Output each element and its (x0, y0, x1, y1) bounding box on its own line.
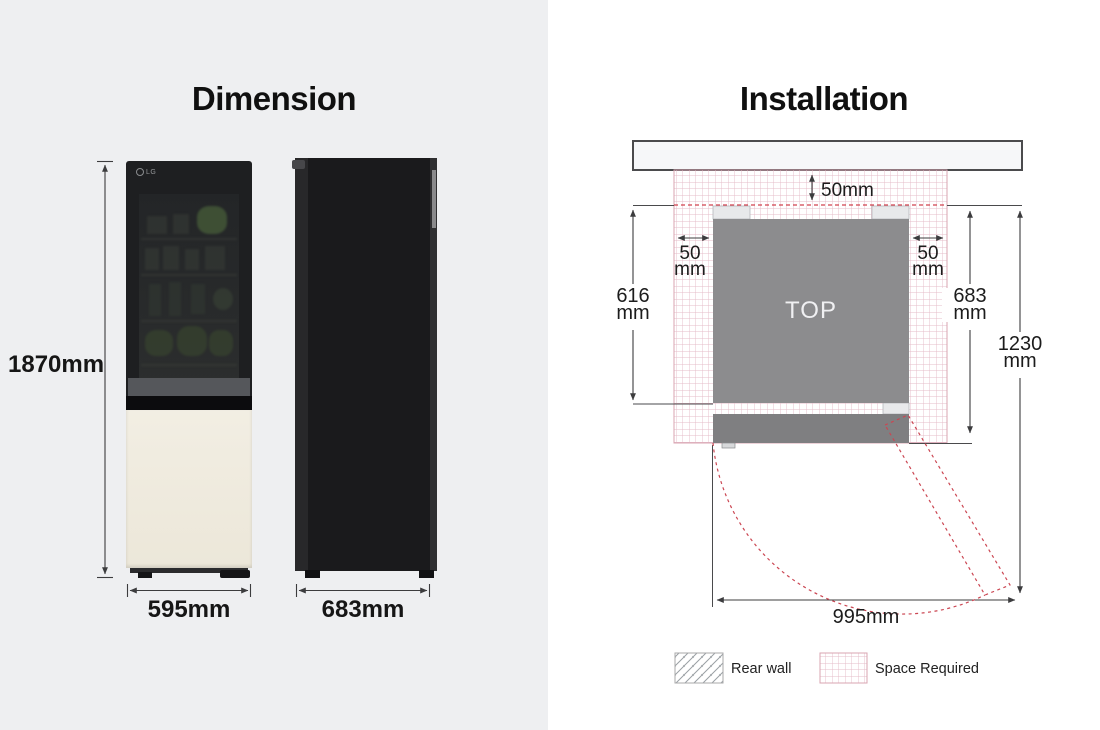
rear-wall (632, 140, 1023, 171)
fridge-side-foot-left (305, 570, 320, 578)
fridge-glass-bottom-band (128, 378, 250, 397)
fridge-glass-interior (139, 194, 239, 390)
legend-space-required-swatch (819, 652, 868, 684)
cabinet-depth-label: 616 mm (605, 286, 661, 323)
door-open-width-label: 995mm (832, 606, 900, 628)
installation-title: Installation (739, 80, 909, 117)
depth-with-clearance-label: 1230 mm (988, 334, 1052, 371)
lg-logo-ring (136, 168, 144, 176)
fridge-side-hinge (292, 160, 305, 169)
installation-dimension-arrows (630, 174, 1023, 603)
door-swing-arc (712, 414, 1011, 615)
fridge-top-view-door (713, 414, 909, 443)
fridge-side-front-edge (430, 158, 437, 571)
right-clearance-label: 50 mm (912, 243, 944, 280)
width-label: 595mm (147, 596, 231, 623)
dimension-title: Dimension (191, 80, 357, 117)
fridge-foot-right (220, 570, 250, 578)
total-depth-label: 683 mm (942, 286, 998, 323)
height-label: 1870mm (8, 351, 105, 378)
door-handle-tab (721, 442, 736, 449)
fridge-side-view (292, 158, 437, 578)
fridge-interior-items (139, 194, 239, 390)
fridge-side-body (295, 158, 437, 571)
fridge-side-back-edge (295, 158, 308, 571)
rear-clearance-label: 50mm (821, 180, 874, 201)
legend-rear-wall-label: Rear wall (731, 661, 792, 677)
fridge-base (130, 568, 248, 573)
lg-logo-text: LG (146, 168, 157, 176)
top-view-label: TOP (785, 297, 837, 324)
fridge-front-view: LG (126, 161, 252, 578)
fridge-side-foot-right (419, 570, 434, 578)
legend-space-required-label: Space Required (875, 661, 979, 677)
fridge-lower-door (126, 410, 252, 568)
left-clearance-label: 50 mm (674, 243, 706, 280)
fridge-side-gasket (432, 170, 436, 228)
lg-logo: LG (136, 168, 156, 176)
fridge-handle-band (126, 396, 252, 410)
legend-rear-wall-swatch (674, 652, 724, 684)
fridge-foot-left (138, 572, 152, 578)
dimension-panel-background (0, 0, 548, 730)
fridge-glass-door: LG (126, 161, 252, 397)
depth-label: 683mm (321, 596, 405, 623)
